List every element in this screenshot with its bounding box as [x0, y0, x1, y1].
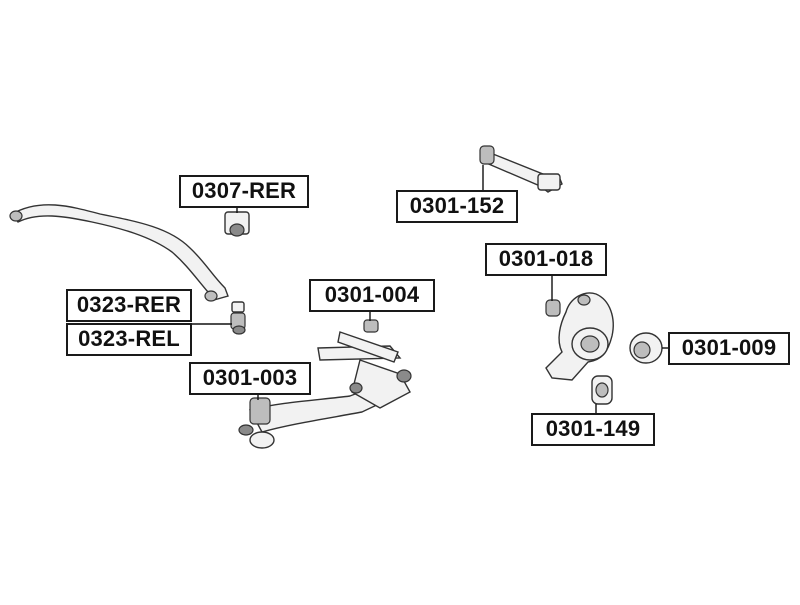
- stabilizer-link: [230, 301, 246, 335]
- part-code: 0323-RER: [76, 292, 182, 317]
- part-code: 0301-003: [202, 365, 298, 390]
- part-label-0301-009: 0301-009: [668, 332, 790, 365]
- part-label-0301-152: 0301-152: [396, 190, 518, 223]
- upper-arm: [479, 145, 563, 193]
- part-code: 0301-004: [324, 282, 420, 307]
- part-code: 0301-149: [545, 416, 641, 441]
- part-label-0301-004: 0301-004: [309, 279, 435, 312]
- part-label-0307-rer: 0307-RER: [179, 175, 309, 208]
- part-label-0301-018: 0301-018: [485, 243, 607, 276]
- knuckle: [545, 292, 614, 381]
- part-label-0301-003: 0301-003: [189, 362, 311, 395]
- part-code: 0301-018: [498, 246, 594, 271]
- part-label-0323-rel: 0323-REL: [66, 323, 192, 356]
- part-label-0323-rer: 0323-RER: [66, 289, 192, 322]
- part-code: 0307-RER: [191, 178, 297, 203]
- part-code: 0323-REL: [78, 326, 180, 351]
- lower-arm-assembly: [238, 319, 412, 449]
- bushing-009: [629, 332, 663, 364]
- part-code: 0301-009: [681, 335, 777, 360]
- part-code: 0301-152: [409, 193, 505, 218]
- stabilizer-bushing: [224, 211, 250, 237]
- bushing-149: [591, 375, 613, 405]
- part-label-0301-149: 0301-149: [531, 413, 655, 446]
- stabilizer-bar: [9, 204, 229, 302]
